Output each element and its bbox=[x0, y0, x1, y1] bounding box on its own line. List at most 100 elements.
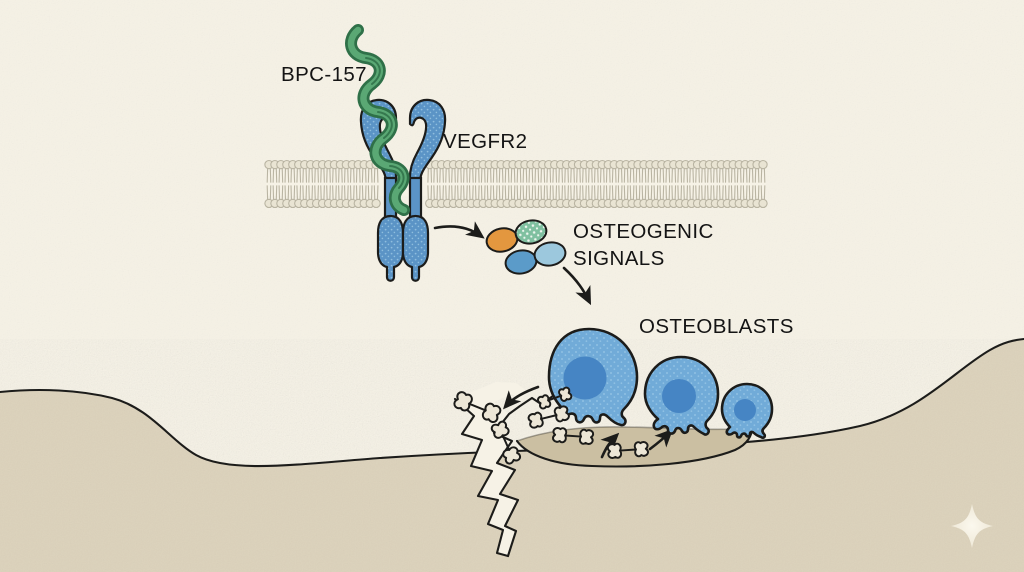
lipid-tail bbox=[302, 166, 308, 183]
osteoblast-small bbox=[720, 382, 774, 439]
lipid-tail bbox=[504, 185, 510, 202]
lipid-tail bbox=[623, 185, 629, 202]
lipid-tail bbox=[373, 166, 379, 183]
lipid-tail bbox=[570, 185, 575, 202]
lipid-tail bbox=[736, 166, 742, 183]
arrow-signals-to-osteoblasts bbox=[562, 266, 592, 306]
lipid-tail bbox=[641, 185, 647, 202]
osteoblast-medium bbox=[643, 355, 720, 436]
pit-upper-edge bbox=[516, 426, 753, 442]
lipid-tail bbox=[463, 185, 468, 202]
lipid-tail bbox=[558, 166, 563, 183]
lipid-tail bbox=[748, 166, 754, 183]
lipid-tail bbox=[474, 185, 480, 202]
lipid-tail bbox=[361, 166, 367, 183]
pit-lower-edge bbox=[515, 426, 754, 468]
lipid-tail bbox=[677, 166, 683, 183]
arrow-osteoblast-to-fracture bbox=[503, 385, 540, 410]
bone-chips bbox=[453, 386, 649, 465]
lipid-tail bbox=[290, 185, 296, 202]
lipid-tail bbox=[713, 166, 718, 183]
lipid-tail bbox=[278, 166, 284, 183]
lipid-tail bbox=[701, 185, 706, 202]
lipid-tail bbox=[623, 166, 629, 183]
lipid-tail bbox=[629, 185, 635, 202]
lipid-tail bbox=[338, 185, 343, 202]
lipid-tail bbox=[594, 166, 599, 183]
lipid-tail bbox=[683, 185, 688, 202]
fracture-left-edge bbox=[453, 397, 510, 558]
lipid-tail bbox=[516, 166, 522, 183]
lipid-tail bbox=[510, 185, 516, 202]
lipid-tail bbox=[552, 185, 558, 202]
lipid-tail bbox=[349, 166, 355, 183]
plasma-membrane bbox=[264, 159, 768, 209]
lipid-tail bbox=[445, 185, 450, 202]
bone-chip-5 bbox=[606, 441, 649, 459]
lipid-tail bbox=[498, 185, 504, 202]
bone-chip-2 bbox=[490, 420, 522, 465]
lipid-tail bbox=[320, 166, 325, 183]
lipid-tail bbox=[344, 166, 349, 183]
lipid-tail bbox=[510, 166, 516, 183]
lipid-tail bbox=[736, 185, 742, 202]
lipid-tail bbox=[439, 166, 444, 183]
lipid-tail bbox=[469, 166, 474, 183]
lipid-tail bbox=[355, 166, 361, 183]
lipid-tail bbox=[480, 166, 486, 183]
lipid-tail bbox=[588, 166, 593, 183]
osteoblast-large-nucleus bbox=[563, 356, 607, 400]
lipid-tail bbox=[486, 166, 492, 183]
lipid-tail bbox=[469, 185, 474, 202]
lipid-tail bbox=[528, 185, 534, 202]
label-osteoblasts: OSTEOBLASTS bbox=[639, 315, 794, 338]
lipid-head bbox=[758, 159, 768, 170]
osteogenic-signal-vesicles bbox=[485, 219, 567, 275]
lipid-tail bbox=[635, 166, 641, 183]
lipid-tail bbox=[272, 185, 278, 202]
label-vegfr2: VEGFR2 bbox=[443, 130, 527, 153]
bone-chip-4 bbox=[552, 427, 595, 445]
lipid-tail bbox=[445, 166, 450, 183]
lipid-tail bbox=[647, 166, 653, 183]
lipid-tail bbox=[641, 166, 647, 183]
lipid-tail bbox=[546, 185, 552, 202]
lipid-tail bbox=[439, 185, 444, 202]
lipid-tail bbox=[332, 185, 337, 202]
lipid-tail bbox=[695, 166, 700, 183]
lipid-tail bbox=[474, 166, 480, 183]
lipid-tail bbox=[760, 185, 766, 202]
lipid-tail bbox=[558, 185, 563, 202]
lipid-tail bbox=[349, 185, 355, 202]
lipid-tail bbox=[367, 185, 373, 202]
lipid-tail bbox=[457, 185, 462, 202]
membrane-lipids-lower bbox=[264, 185, 768, 209]
lipid-tail bbox=[582, 185, 587, 202]
lipid-tail bbox=[451, 185, 456, 202]
lipid-tail bbox=[284, 185, 290, 202]
lipid-tail bbox=[617, 166, 623, 183]
lipid-tail bbox=[534, 185, 540, 202]
lipid-tail bbox=[433, 166, 438, 183]
lipid-tail bbox=[314, 185, 319, 202]
lipid-tail bbox=[748, 185, 754, 202]
bpc-157-helix bbox=[345, 24, 410, 216]
lipid-tail bbox=[528, 166, 534, 183]
lipid-tail bbox=[367, 166, 373, 183]
lipid-tail bbox=[278, 185, 284, 202]
osteoblast-cells bbox=[547, 327, 774, 439]
lipid-head bbox=[371, 198, 381, 209]
lipid-tail bbox=[564, 185, 569, 202]
lipid-tail bbox=[754, 185, 760, 202]
lipid-tail bbox=[308, 185, 313, 202]
lipid-tail bbox=[284, 166, 290, 183]
lipid-tail bbox=[707, 185, 712, 202]
lipid-tail bbox=[314, 166, 319, 183]
lipid-tail bbox=[665, 166, 671, 183]
lipid-tail bbox=[427, 166, 433, 183]
lipid-tail bbox=[463, 166, 468, 183]
signal-vesicle-green bbox=[514, 219, 548, 245]
lipid-tail bbox=[534, 166, 540, 183]
sparkle-icon bbox=[951, 504, 993, 548]
lipid-tail bbox=[302, 185, 308, 202]
